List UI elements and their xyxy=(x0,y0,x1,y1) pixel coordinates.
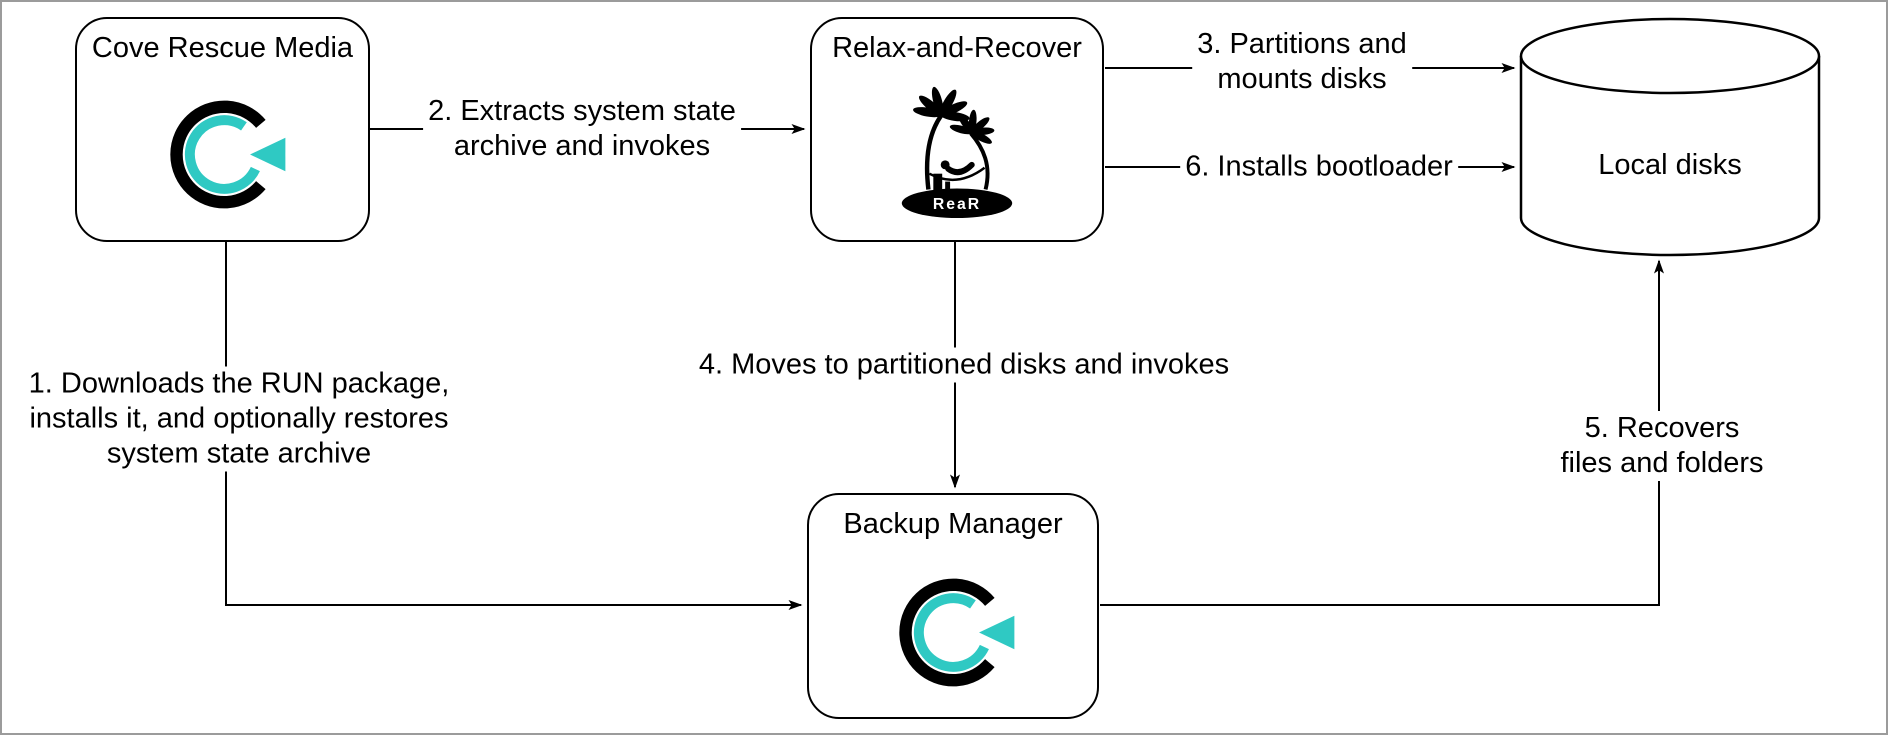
node-local-disks: Local disks xyxy=(1519,16,1821,258)
cove-restore-icon xyxy=(170,100,286,209)
cove-rescue-media-title: Cove Rescue Media xyxy=(91,32,354,64)
disk-cylinder-shape xyxy=(1519,17,1821,257)
palm-trunk-left xyxy=(924,114,944,190)
edge-4-label: 4. Moves to partitioned disks and invoke… xyxy=(693,347,1235,383)
edge-1-connector xyxy=(225,242,803,610)
backup-manager-title: Backup Manager xyxy=(843,508,1063,540)
palm-fronds-right xyxy=(949,109,995,144)
edge-1-label: 1. Downloads the RUN package, installs i… xyxy=(23,366,455,472)
person-body xyxy=(945,161,975,176)
edge-6-label: 6. Installs bootloader xyxy=(1180,149,1458,185)
rear-logo-text: ReaR xyxy=(933,196,981,213)
rear-palm-logo: ReaR xyxy=(901,86,1013,219)
palm-trunk-right xyxy=(969,131,990,190)
edge-2-label: 2. Extracts system state archive and inv… xyxy=(423,94,741,164)
beer-glass xyxy=(945,181,951,191)
node-backup-manager: Backup Manager xyxy=(807,493,1099,719)
edge-3-label: 3. Partitions and mounts disks xyxy=(1192,27,1412,97)
local-disks-title: Local disks xyxy=(1598,149,1742,181)
node-cove-rescue-media: Cove Rescue Media xyxy=(75,17,370,242)
rear-base-ellipse xyxy=(901,188,1013,219)
computer-tower xyxy=(933,173,943,191)
node-relax-and-recover: Relax-and-Recover xyxy=(810,17,1104,242)
relax-and-recover-title: Relax-and-Recover xyxy=(832,32,1082,64)
cove-restore-icon xyxy=(899,578,1015,687)
edge-5-connector xyxy=(1100,259,1664,606)
edge-5-label: 5. Recovers files and folders xyxy=(1550,411,1774,481)
